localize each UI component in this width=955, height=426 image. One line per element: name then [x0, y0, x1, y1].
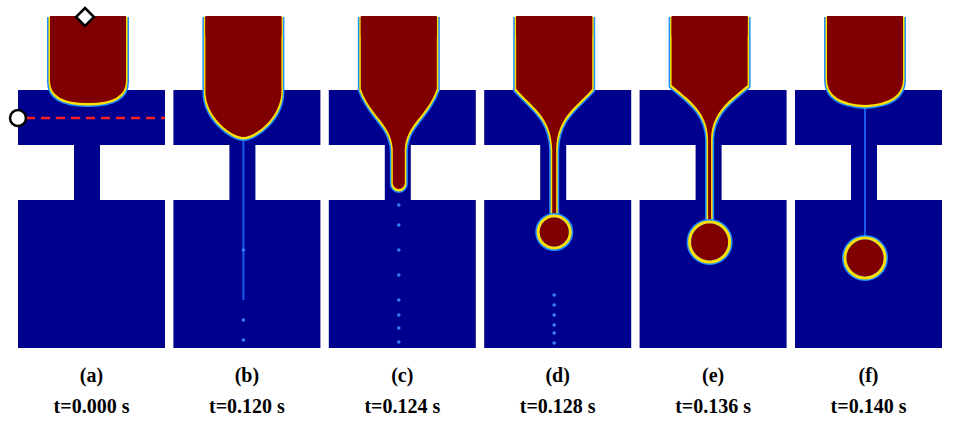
satellite: [552, 313, 556, 317]
satellite: [397, 326, 401, 330]
channel: [795, 17, 942, 348]
time-label: t=0.140 s: [831, 395, 907, 418]
panel-label: (c): [391, 364, 413, 387]
fluid: [827, 17, 903, 106]
fluid: [50, 17, 126, 104]
thread: [864, 106, 866, 238]
panel-label: (e): [702, 364, 724, 387]
satellite: [397, 313, 401, 317]
channel: [173, 17, 320, 348]
satellite: [397, 298, 401, 302]
fluid: [690, 222, 730, 262]
fluid: [361, 16, 437, 36]
fluid: [50, 16, 126, 103]
fluid: [361, 17, 437, 190]
thread: [242, 138, 244, 300]
panel-label: (d): [545, 364, 569, 387]
fluid: [205, 16, 281, 36]
fluid: [672, 17, 748, 222]
satellite: [397, 223, 401, 227]
panel-label: (a): [80, 364, 103, 387]
fluid: [516, 16, 592, 36]
fluid: [845, 238, 885, 278]
satellite: [397, 248, 401, 252]
time-label: t=0.124 s: [364, 395, 440, 418]
fluid: [690, 222, 730, 262]
time-label: t=0.136 s: [675, 395, 751, 418]
simulation-panel: [329, 10, 476, 348]
fluid: [847, 240, 884, 277]
satellite: [397, 340, 401, 344]
fluid: [361, 17, 437, 190]
fluid: [538, 216, 570, 248]
fluid: [516, 17, 592, 215]
time-label: t=0.120 s: [209, 395, 285, 418]
panel-label: (f): [859, 364, 879, 387]
fluid: [516, 16, 592, 214]
fluid: [50, 17, 126, 104]
fluid: [205, 17, 281, 138]
fluid: [672, 16, 748, 221]
fluid: [845, 238, 885, 278]
fluid: [540, 218, 569, 247]
satellite: [397, 203, 401, 207]
simulation-panel: [640, 10, 787, 348]
time-label: t=0.128 s: [520, 395, 596, 418]
fluid: [205, 17, 281, 138]
simulation-panel: [173, 10, 320, 348]
satellite: [242, 338, 246, 342]
satellite: [552, 293, 556, 297]
satellite: [552, 331, 556, 335]
probe-line: [26, 117, 165, 120]
panel-label: (b): [235, 364, 259, 387]
diamond-marker: [76, 8, 94, 26]
simulation-panel: [18, 10, 165, 348]
fluid: [516, 17, 592, 215]
fluid: [827, 16, 903, 105]
channel: [329, 17, 476, 348]
simulation-panel: [484, 10, 631, 348]
satellite: [552, 323, 556, 327]
satellite: [552, 341, 556, 345]
satellite: [242, 318, 246, 322]
fluid: [691, 224, 728, 261]
fluid: [827, 17, 903, 106]
fluid: [538, 216, 570, 248]
fluid: [205, 16, 281, 137]
satellite: [242, 248, 246, 252]
fluid: [827, 16, 903, 36]
satellite: [397, 273, 401, 277]
channel: [18, 17, 165, 348]
channel: [484, 17, 631, 348]
time-label: t=0.000 s: [54, 395, 130, 418]
circle-marker: [10, 110, 26, 126]
simulation-panel: [795, 10, 942, 348]
satellite: [552, 303, 556, 307]
fluid: [672, 16, 748, 36]
channel: [640, 17, 787, 348]
fluid: [672, 17, 748, 222]
fluid: [361, 16, 437, 189]
